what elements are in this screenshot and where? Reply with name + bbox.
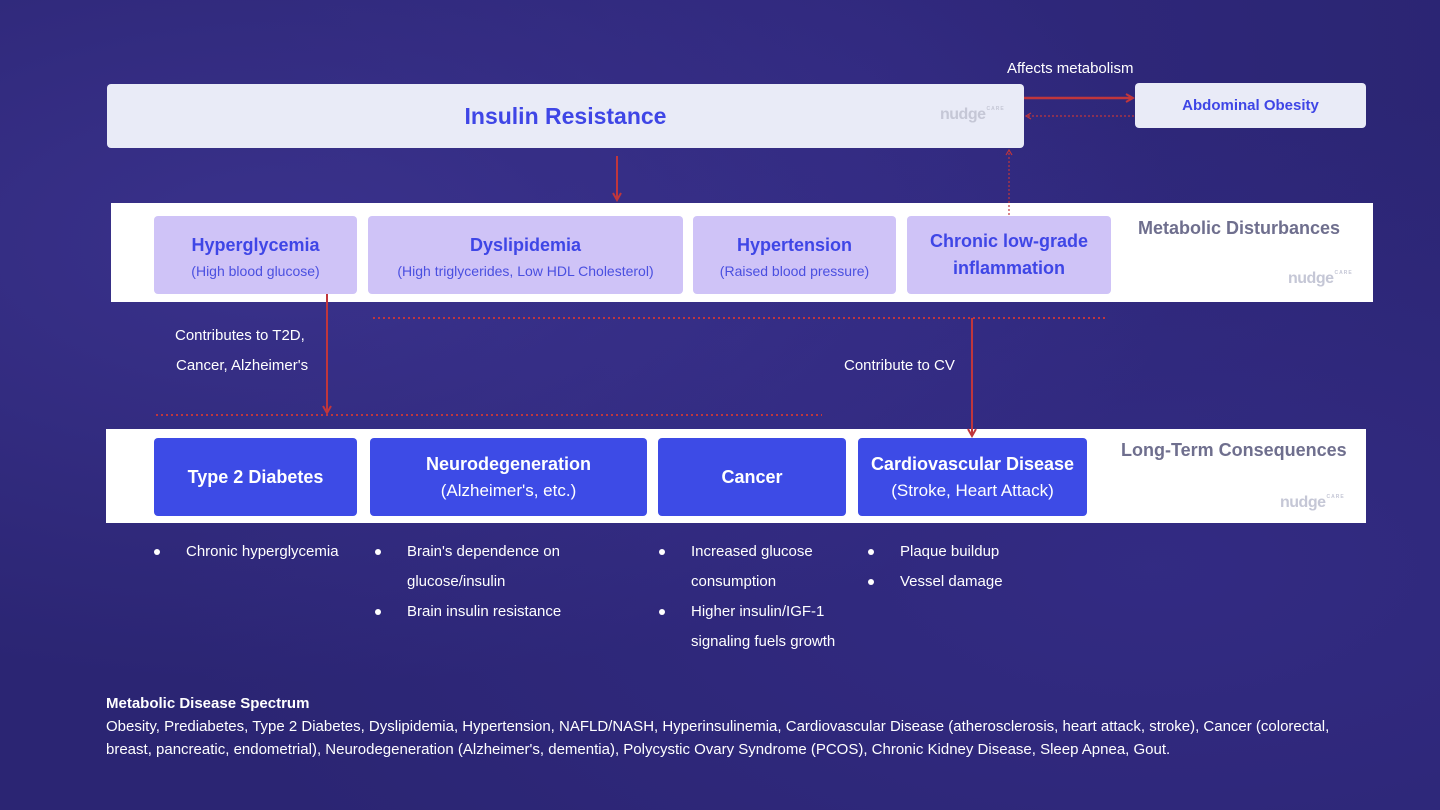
long-term-consequences-label: Long-Term Consequences [1121, 440, 1347, 460]
nudge-logo: nudgeCARE [940, 106, 1005, 123]
neuro-bullets: Brain's dependence on glucose/insulin Br… [375, 537, 605, 627]
list-item: Brain's dependence on glucose/insulin [375, 537, 605, 597]
cancer-bullets: Increased glucose consumption Higher ins… [659, 537, 859, 657]
dyslipidemia-box: Dyslipidemia (High triglycerides, Low HD… [368, 216, 683, 294]
cardiovascular-title: Cardiovascular Disease [870, 453, 1075, 474]
cv-bullets: Plaque buildup Vessel damage [868, 537, 1058, 597]
abdominal-obesity-box: Abdominal Obesity [1135, 83, 1366, 128]
dyslipidemia-title: Dyslipidemia [469, 234, 582, 255]
list-item: Vessel damage [868, 567, 1058, 597]
insulin-resistance-title: Insulin Resistance [464, 102, 667, 129]
t2d-bullets: Chronic hyperglycemia [154, 537, 364, 567]
neurodegeneration-title: Neurodegeneration [425, 453, 592, 474]
spectrum-body: Obesity, Prediabetes, Type 2 Diabetes, D… [106, 718, 1330, 758]
contribute-cv-label: Contribute to CV [844, 357, 955, 374]
inflammation-box: Chronic low-grade inflammation [907, 216, 1111, 294]
hyperglycemia-sub: (High blood glucose) [191, 262, 320, 279]
insulin-resistance-box: Insulin Resistance [107, 84, 1024, 148]
neurodegeneration-box: Neurodegeneration (Alzheimer's, etc.) [370, 438, 647, 516]
list-item: Increased glucose consumption [659, 537, 859, 597]
spectrum-title: Metabolic Disease Spectrum [106, 695, 310, 712]
type2-diabetes-title: Type 2 Diabetes [187, 466, 324, 487]
affects-metabolism-label: Affects metabolism [1007, 60, 1134, 77]
hyperglycemia-title: Hyperglycemia [191, 234, 320, 255]
list-item: Brain insulin resistance [375, 597, 605, 627]
cancer-title: Cancer [721, 466, 783, 487]
contributes-label-line2: Cancer, Alzheimer's [176, 357, 309, 374]
list-item: Chronic hyperglycemia [154, 537, 364, 567]
neurodegeneration-sub: (Alzheimer's, etc.) [440, 480, 577, 500]
cancer-box: Cancer [658, 438, 846, 516]
nudge-logo: nudgeCARE [1288, 270, 1353, 287]
metabolic-disturbances-label: Metabolic Disturbances [1138, 218, 1341, 238]
contributes-label-line1: Contributes to T2D, [175, 327, 305, 344]
hyperglycemia-box: Hyperglycemia (High blood glucose) [154, 216, 357, 294]
hypertension-title: Hypertension [736, 234, 853, 255]
list-item: Plaque buildup [868, 537, 1058, 567]
list-item: Higher insulin/IGF-1 signaling fuels gro… [659, 597, 859, 657]
dyslipidemia-sub: (High triglycerides, Low HDL Cholesterol… [397, 262, 654, 279]
hypertension-sub: (Raised blood pressure) [719, 262, 870, 279]
abdominal-obesity-title: Abdominal Obesity [1182, 97, 1319, 114]
type2-diabetes-box: Type 2 Diabetes [154, 438, 357, 516]
cardiovascular-sub: (Stroke, Heart Attack) [891, 480, 1054, 500]
nudge-logo: nudgeCARE [1280, 494, 1345, 511]
hypertension-box: Hypertension (Raised blood pressure) [693, 216, 896, 294]
cardiovascular-box: Cardiovascular Disease (Stroke, Heart At… [858, 438, 1087, 516]
inflammation-title: Chronic low-grade inflammation [929, 231, 1088, 278]
